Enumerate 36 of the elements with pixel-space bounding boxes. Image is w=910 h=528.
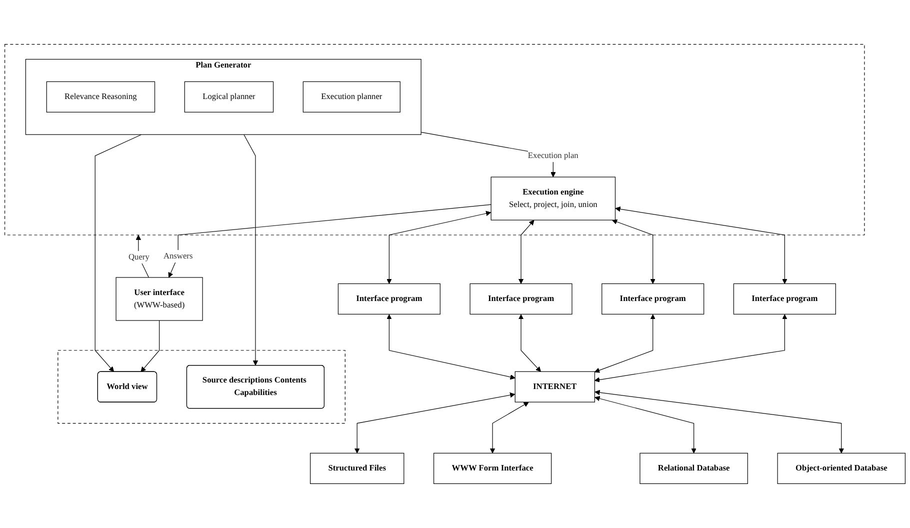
node-box: WWW Form Interface: [433, 452, 552, 484]
node-box: Interface program: [470, 283, 572, 314]
arrow: [594, 396, 696, 454]
node-box: Execution engine Select, project, join, union: [490, 176, 616, 220]
edge-label: Query: [128, 252, 150, 262]
arrow: [140, 320, 160, 372]
node-box: Logical planner: [184, 81, 274, 112]
arrow: [594, 314, 788, 382]
node-box: Interface program: [338, 283, 440, 314]
arrow: [94, 134, 142, 372]
node-box: Relevance Reasoning: [46, 81, 156, 112]
node-box: User interface (WWW-based): [116, 277, 203, 321]
node-box: INTERNET: [514, 371, 595, 402]
arrow: [518, 220, 534, 284]
arrow: [612, 219, 656, 284]
edge-label: Answers: [163, 252, 193, 261]
arrow: [386, 314, 516, 380]
node-box: Execution planner: [302, 81, 400, 112]
node-box: Interface program: [733, 283, 836, 314]
arrow: [354, 392, 516, 454]
node-box: Relational Database: [640, 452, 748, 484]
arrow: [386, 210, 492, 284]
arrow: [518, 314, 541, 372]
arrow: [594, 390, 844, 454]
cluster: [58, 350, 346, 424]
node-box: Object-oriented Database: [777, 452, 906, 484]
cluster: [4, 44, 865, 236]
arrow: [594, 314, 656, 373]
arrow: [168, 204, 492, 278]
arrow: [244, 134, 258, 366]
node-box: Structured Files: [310, 452, 404, 484]
edge-label: Execution plan: [528, 151, 578, 160]
arrow: [490, 402, 529, 454]
arrow: [615, 206, 788, 284]
arrow: [136, 234, 150, 278]
node-box: Interface program: [602, 283, 704, 314]
